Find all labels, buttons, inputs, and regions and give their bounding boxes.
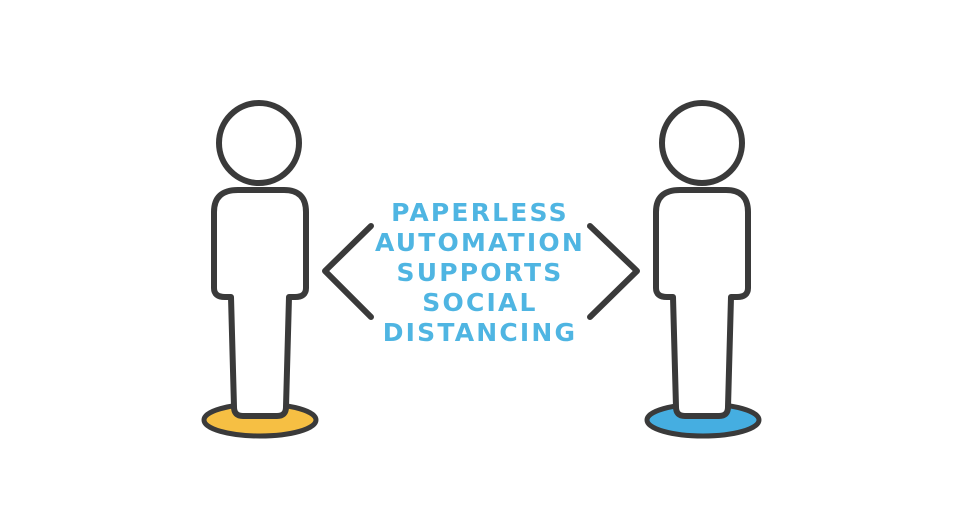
- slogan: PAPERLESS AUTOMATION SUPPORTS SOCIAL DIS…: [375, 198, 585, 347]
- slogan-line-4: SOCIAL: [422, 288, 537, 317]
- right-person-body: [653, 187, 751, 419]
- slogan-line-3: SUPPORTS: [397, 258, 564, 287]
- right-person-icon: [644, 100, 762, 439]
- slogan-line-2: AUTOMATION: [375, 228, 585, 257]
- left-person-head: [216, 100, 302, 186]
- left-person-icon: [201, 100, 319, 439]
- slogan-line-1: PAPERLESS: [391, 198, 569, 227]
- slogan-line-5: DISTANCING: [383, 318, 578, 347]
- left-person-body: [211, 187, 309, 419]
- right-person-head: [659, 100, 745, 186]
- chevron-right-icon: [587, 223, 640, 320]
- chevron-left-icon: [322, 223, 374, 320]
